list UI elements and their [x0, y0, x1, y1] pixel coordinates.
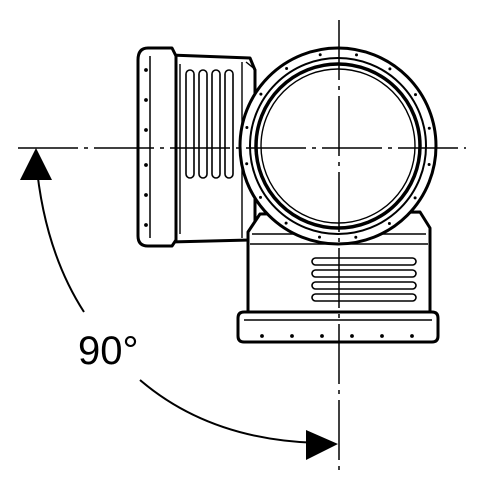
arrowhead-right: [306, 430, 338, 460]
ring-dots: [245, 53, 431, 239]
arrowhead-top: [20, 148, 52, 180]
ring-dot: [355, 53, 358, 57]
ring-dot: [387, 222, 391, 225]
ring-dot: [245, 162, 249, 166]
side-socket: [136, 46, 257, 248]
angle-arc: [35, 159, 319, 444]
ring-dot: [427, 163, 431, 166]
ring-dot: [354, 235, 358, 239]
ring-dot: [259, 195, 262, 199]
angle-label: 90°: [78, 329, 139, 373]
front-ring: [238, 46, 438, 246]
ring-dot: [414, 93, 417, 97]
ring-dot: [318, 53, 322, 57]
center-lines: [18, 20, 466, 470]
ring-dot: [285, 67, 289, 70]
ring-dot: [413, 196, 417, 200]
ring-dot: [284, 221, 288, 225]
ring-dot: [245, 126, 249, 129]
ring-dot: [318, 235, 321, 239]
ring-dot: [259, 92, 263, 96]
ring-dot: [388, 67, 392, 71]
ring-dot: [427, 126, 431, 130]
